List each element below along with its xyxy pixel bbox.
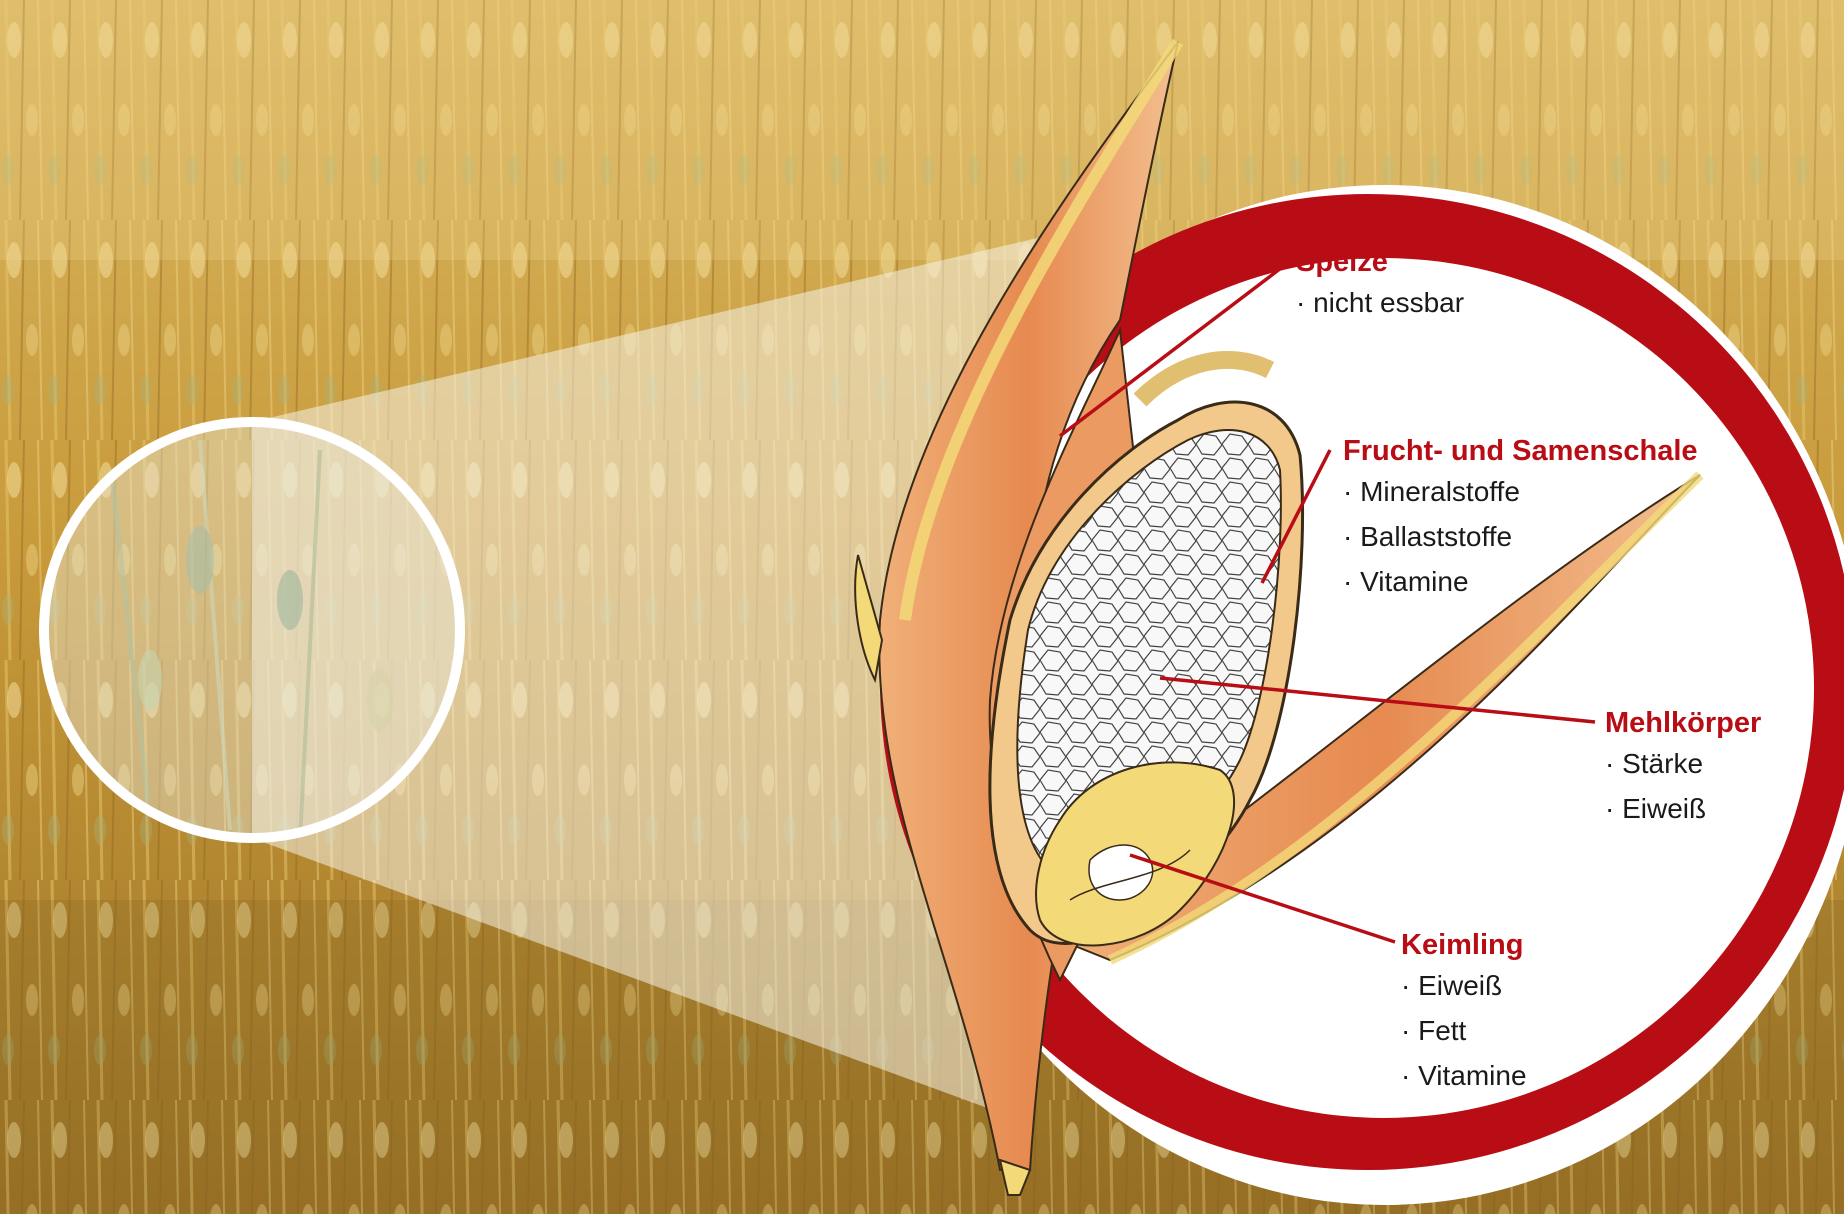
label-title: Keimling [1401, 927, 1527, 963]
label-title: Frucht- und Samenschale [1343, 433, 1698, 469]
label-item: · Vitamine [1343, 559, 1698, 604]
label-item: · Mineralstoffe [1343, 469, 1698, 514]
label-frucht-und-samenschale: Frucht- und Samenschale · Mineralstoffe … [1343, 433, 1698, 604]
label-item: · Eiweiß [1401, 963, 1527, 1008]
label-item: · Eiweiß [1605, 786, 1761, 831]
label-spelze: Spelze · nicht essbar [1296, 244, 1464, 325]
label-item: · Ballaststoffe [1343, 514, 1698, 559]
label-item: · Stärke [1605, 741, 1761, 786]
label-title: Mehlkörper [1605, 705, 1761, 741]
label-item: · nicht essbar [1296, 280, 1464, 325]
label-title: Spelze [1296, 244, 1464, 280]
label-item: · Fett [1401, 1008, 1527, 1053]
label-keimling: Keimling · Eiweiß · Fett · Vitamine [1401, 927, 1527, 1098]
label-item: · Vitamine [1401, 1053, 1527, 1098]
label-mehlkoerper: Mehlkörper · Stärke · Eiweiß [1605, 705, 1761, 831]
